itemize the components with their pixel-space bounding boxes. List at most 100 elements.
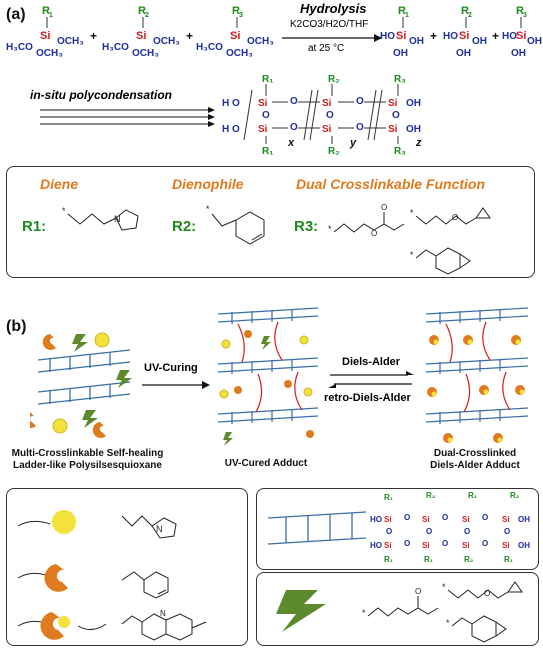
svg-text:O: O <box>232 124 240 135</box>
svg-text:O: O <box>381 203 387 212</box>
svg-text:O: O <box>404 539 410 548</box>
svg-text:O: O <box>442 539 448 548</box>
svg-text:*: * <box>328 224 332 234</box>
hydrolysis-conditions: K2CO3/H2O/THF <box>290 19 369 30</box>
hydrolysis-title: Hydrolysis <box>300 1 367 16</box>
svg-text:Si: Si <box>40 30 50 42</box>
svg-text:O: O <box>290 96 298 107</box>
svg-text:O: O <box>356 96 364 107</box>
svg-text:OH: OH <box>409 36 424 47</box>
svg-text:Si: Si <box>462 541 470 550</box>
svg-text:Si: Si <box>502 515 510 524</box>
diels-alder-arrows <box>328 371 414 388</box>
svg-text:Si: Si <box>422 541 430 550</box>
svg-text:R₂: R₂ <box>328 146 340 157</box>
legend-ladder-icon <box>267 511 367 545</box>
svg-text:O: O <box>262 110 270 121</box>
legend-dual-function-content: * O * O * <box>276 581 523 643</box>
r2-label: R2: <box>172 218 197 235</box>
caption-middle: UV-Cured Adduct <box>224 458 308 469</box>
svg-text:HO: HO <box>370 515 382 524</box>
svg-text:Si: Si <box>258 124 268 135</box>
svg-text:O: O <box>415 587 421 596</box>
svg-text:Si: Si <box>462 515 470 524</box>
epoxide-ether-structure: * O <box>410 207 491 225</box>
svg-text:HO: HO <box>380 31 395 42</box>
svg-text:Si: Si <box>388 98 398 109</box>
svg-text:O: O <box>426 527 432 536</box>
svg-text:OH: OH <box>472 36 487 47</box>
svg-text:+: + <box>430 29 437 43</box>
diene-heading: Diene <box>40 176 79 192</box>
svg-text:+: + <box>492 29 499 43</box>
svg-text:R₁: R₁ <box>384 555 394 564</box>
svg-text:2: 2 <box>145 12 149 19</box>
svg-text:2: 2 <box>468 12 472 19</box>
svg-text:1: 1 <box>49 12 53 19</box>
svg-text:*: * <box>206 204 210 214</box>
svg-text:R: R <box>398 5 406 17</box>
svg-text:O: O <box>482 539 488 548</box>
svg-text:R₁: R₁ <box>468 491 478 500</box>
svg-text:O: O <box>482 513 488 522</box>
svg-text:OCH₃: OCH₃ <box>36 48 63 59</box>
svg-text:OH: OH <box>406 98 421 109</box>
svg-text:OH: OH <box>406 124 421 135</box>
svg-text:Si: Si <box>384 541 392 550</box>
svg-text:3: 3 <box>523 12 527 19</box>
uv-curing-arrow <box>142 381 210 389</box>
uv-cured-network-figure <box>217 307 319 446</box>
svg-text:Si: Si <box>516 30 526 42</box>
svg-text:*: * <box>410 250 414 260</box>
diels-alder-label: Diels-Alder <box>342 356 401 368</box>
svg-text:H₃CO: H₃CO <box>196 42 223 53</box>
svg-text:N: N <box>114 214 121 224</box>
r3-label: R3: <box>294 218 319 235</box>
svg-text:Si: Si <box>258 98 268 109</box>
svg-text:Si: Si <box>136 30 146 42</box>
svg-text:Si: Si <box>459 30 469 42</box>
dienophile-heading: Dienophile <box>172 176 244 192</box>
svg-text:R₁: R₁ <box>262 74 273 85</box>
hydrolysis-temp: at 25 °C <box>308 43 345 54</box>
svg-text:O: O <box>464 527 470 536</box>
dual-heading: Dual Crosslinkable Function <box>296 176 486 192</box>
caption-left-line1: Multi-Crosslinkable Self-healing <box>11 448 164 459</box>
svg-text:O: O <box>371 229 377 238</box>
caption-right: Dual-Crosslinked Diels-Alder Adduct <box>408 448 542 472</box>
svg-text:R₁: R₁ <box>262 146 273 157</box>
svg-text:OH: OH <box>527 36 542 47</box>
svg-text:OCH₃: OCH₃ <box>226 48 253 59</box>
svg-text:*: * <box>62 206 66 216</box>
svg-text:R: R <box>516 5 524 17</box>
svg-text:Si: Si <box>322 124 332 135</box>
svg-text:*: * <box>362 608 366 618</box>
svg-text:3: 3 <box>239 12 243 19</box>
svg-text:Si: Si <box>422 515 430 524</box>
legend-left-content: N N <box>17 510 207 641</box>
svg-text:1: 1 <box>405 12 409 19</box>
svg-text:R₁: R₁ <box>424 555 434 564</box>
svg-text:H₃CO: H₃CO <box>102 42 129 53</box>
svg-text:+: + <box>90 29 97 43</box>
legend-cyclohexene-oxide-structure: * <box>446 615 507 643</box>
caption-right-line1: Dual-Crosslinked <box>433 448 517 459</box>
svg-text:R: R <box>138 5 146 17</box>
svg-text:*: * <box>446 618 450 628</box>
legend-pyrrole-row: N <box>17 510 177 539</box>
uv-curing-label: UV-Curing <box>144 362 198 374</box>
polycondensation-label: in-situ polycondensation <box>30 88 173 102</box>
legend-adduct-row: N <box>17 609 207 641</box>
svg-text:N: N <box>156 524 163 534</box>
svg-text:H₃CO: H₃CO <box>6 42 33 53</box>
caption-right-line2: Diels-Alder Adduct <box>430 460 520 471</box>
svg-text:O: O <box>504 527 510 536</box>
legend-epoxide-structure: * O <box>442 581 523 599</box>
svg-text:*: * <box>410 208 414 218</box>
svg-text:Si: Si <box>396 30 406 42</box>
